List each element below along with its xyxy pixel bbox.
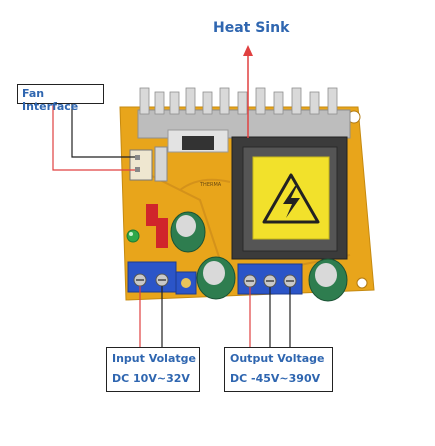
capacitor-output bbox=[308, 258, 348, 302]
fuse bbox=[146, 204, 168, 248]
output-voltage-pointer bbox=[249, 287, 291, 347]
input-voltage-pointer bbox=[139, 286, 163, 347]
capacitor-input bbox=[170, 211, 206, 253]
mounting-hole-bottom-right bbox=[356, 277, 368, 289]
fan-interface-label: Fan Interface bbox=[22, 87, 79, 113]
output-voltage-box: Output Voltage DC -45V~390V bbox=[224, 347, 333, 392]
output-voltage-range: DC -45V~390V bbox=[230, 372, 321, 385]
fan-interface-pointer bbox=[52, 104, 135, 171]
input-voltage-box: Input Volatge DC 10V~32V bbox=[106, 347, 200, 392]
heat-sink bbox=[137, 87, 351, 153]
output-voltage-title: Output Voltage bbox=[230, 352, 325, 365]
high-voltage-warning-icon bbox=[262, 173, 320, 224]
fan-connector bbox=[129, 146, 168, 182]
power-led bbox=[126, 229, 140, 243]
silkscreen-marking: THERMA bbox=[199, 182, 222, 188]
input-terminal-block bbox=[127, 261, 177, 293]
capacitor-middle bbox=[196, 256, 236, 300]
fan-interface-box: Fan Interface bbox=[17, 84, 104, 113]
heat-sink-label: Heat Sink bbox=[213, 20, 290, 36]
input-voltage-range: DC 10V~32V bbox=[112, 372, 190, 385]
heat-sink-pointer bbox=[243, 45, 253, 138]
transformer bbox=[231, 136, 348, 260]
input-voltage-title: Input Volatge bbox=[112, 352, 196, 365]
potentiometer bbox=[175, 271, 197, 295]
